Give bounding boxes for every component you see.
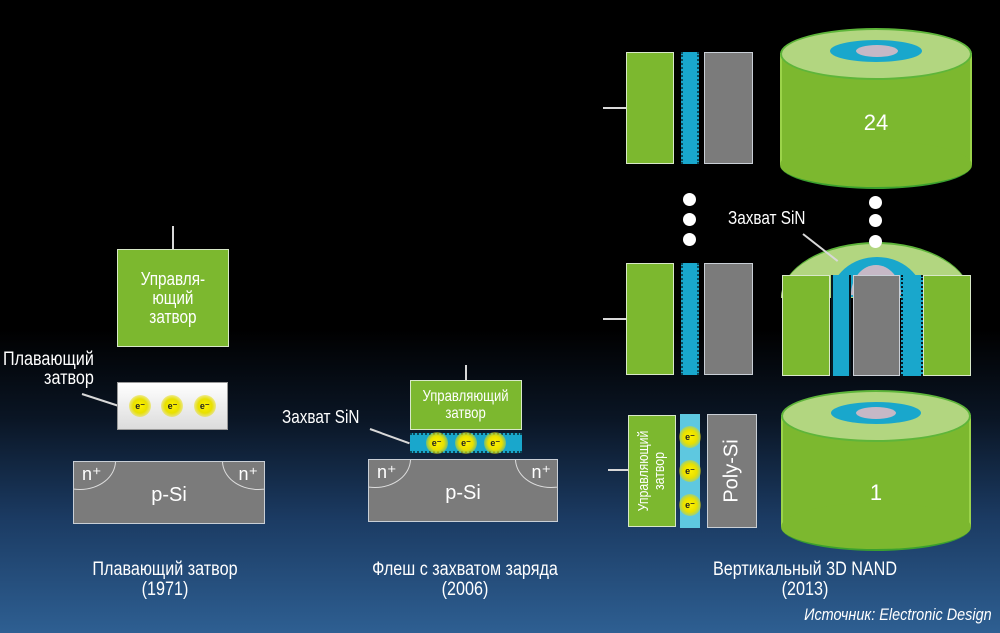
layer-number: 24: [863, 110, 889, 135]
control-gate-label: Управляющий затвор: [422, 388, 510, 422]
poly-si-label: Poly-Si: [720, 439, 743, 503]
gate-lead-line: [603, 318, 627, 320]
control-gate-label: Управля- ющий затвор: [140, 268, 206, 327]
cylinder-cutaway: [781, 242, 971, 376]
control-gate-bottom: Управляющий затвор: [628, 415, 676, 527]
source-credit: Источник: Electronic Design: [804, 605, 992, 624]
ellipsis-dot: [683, 213, 696, 226]
floating-gate-pointer: [81, 393, 119, 407]
substrate-label: p-Si: [445, 482, 481, 504]
control-gate: Управля- ющий затвор: [117, 249, 229, 347]
substrate: n⁺ n⁺ p-Si: [73, 461, 265, 524]
charge-trap-caption: Флеш с захватом заряда (2006): [330, 560, 600, 600]
channel-middle: [704, 263, 753, 375]
electron-icon: e⁻: [129, 395, 152, 417]
cylinder-layer-1: 1: [781, 390, 971, 551]
cylinder-channel-core: [856, 407, 896, 419]
substrate: n⁺ n⁺ p-Si: [368, 459, 558, 522]
cutaway-trap-left: [831, 275, 851, 376]
n-plus-label-right: n⁺: [531, 462, 551, 482]
cutaway-gate-right: [923, 275, 971, 376]
control-gate: Управляющий затвор: [410, 380, 522, 430]
floating-gate-caption: Плавающий затвор (1971): [55, 560, 275, 600]
n-plus-label-right: n⁺: [238, 464, 258, 484]
caption-year: (1971): [141, 579, 189, 600]
poly-si-channel: Poly-Si: [707, 414, 757, 528]
n-plus-label-left: n⁺: [377, 462, 397, 482]
caption-year: (2013): [781, 579, 829, 600]
caption-year: (2006): [441, 579, 489, 600]
sin-trap-bottom: e⁻ e⁻ e⁻: [679, 414, 701, 528]
sin-trap-label: Захват SiN: [282, 407, 360, 427]
substrate-label: p-Si: [151, 484, 187, 506]
gate-lead-line: [603, 107, 627, 109]
electron-icon: e⁻: [679, 426, 701, 448]
sin-trap-top: [681, 52, 699, 164]
gate-lead-line: [172, 226, 174, 250]
n-plus-label-left: n⁺: [82, 464, 102, 484]
cutaway-channel: [853, 275, 900, 376]
cylinder-layer-24: 24: [780, 28, 972, 189]
cylinder-bottom-rim: [780, 141, 972, 189]
sin-trap-middle: [681, 263, 699, 375]
caption-title: Флеш с захватом заряда: [372, 559, 558, 580]
floating-gate: e⁻ e⁻ e⁻: [117, 382, 228, 430]
ellipsis-dot: [869, 214, 882, 227]
electron-icon: e⁻: [484, 432, 507, 454]
floating-gate-label: Плавающий затвор: [3, 349, 94, 389]
ellipsis-dot: [869, 196, 882, 209]
control-gate-middle: [626, 263, 674, 375]
layer-number: 1: [869, 480, 883, 505]
cylinder-bottom-rim: [781, 503, 971, 551]
sin-trap-pointer: [369, 428, 410, 445]
electron-icon: e⁻: [679, 460, 701, 482]
cutaway-gate-left: [782, 275, 830, 376]
vertical-nand-caption: Вертикальный 3D NAND (2013): [680, 560, 930, 600]
caption-title: Вертикальный 3D NAND: [713, 559, 897, 580]
control-gate-label: Управляющий затвор: [635, 430, 668, 512]
control-gate-top: [626, 52, 674, 164]
sin-trap-layer: e⁻ e⁻ e⁻: [410, 432, 522, 454]
ellipsis-dot: [869, 235, 882, 248]
electron-icon: e⁻: [425, 432, 448, 454]
sin-trap-label: Захват SiN: [728, 208, 806, 228]
electron-icon: e⁻: [161, 395, 184, 417]
electron-icon: e⁻: [679, 494, 701, 516]
channel-top: [704, 52, 753, 164]
gate-lead-line: [465, 365, 467, 381]
gate-lead-line: [608, 469, 628, 471]
electron-icon: e⁻: [193, 395, 216, 417]
electron-icon: e⁻: [454, 432, 477, 454]
ellipsis-dot: [683, 233, 696, 246]
cutaway-trap-right: [901, 275, 923, 376]
ellipsis-dot: [683, 193, 696, 206]
cylinder-channel-core: [856, 45, 898, 57]
caption-title: Плавающий затвор: [92, 559, 238, 580]
